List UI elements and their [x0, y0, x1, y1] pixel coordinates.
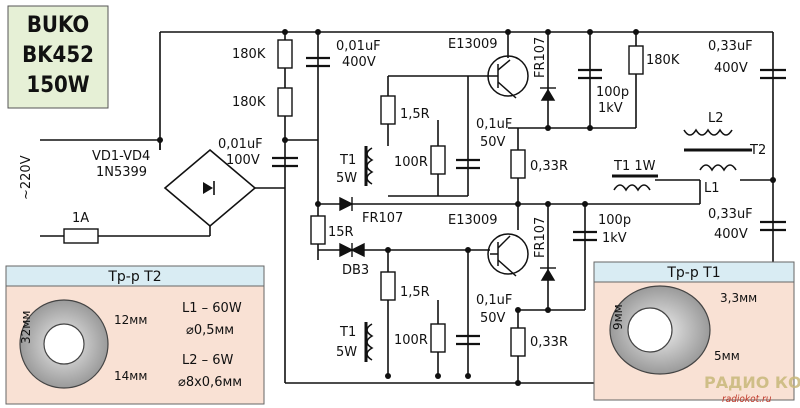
transistor-bottom — [487, 233, 529, 275]
winding-t1-bot — [366, 323, 374, 361]
label-180k-c: 180K — [646, 53, 680, 68]
resistors — [63, 39, 644, 357]
windings — [364, 128, 752, 362]
label-01uf-top-voltage: 50V — [480, 135, 506, 150]
label-t1-top-power: 5W — [336, 171, 357, 186]
resistor-1-5r-top — [380, 95, 396, 125]
label-l1: L1 — [704, 181, 720, 196]
label-100p-top-value: 100p — [596, 85, 629, 100]
label-033-bot-value: 0,33uF — [708, 207, 753, 222]
label-fuse: 1A — [72, 211, 89, 226]
diode-fr107-bot — [540, 268, 556, 281]
label-t1-bot-power: 5W — [336, 345, 357, 360]
label-c001-100v-voltage: 100V — [226, 153, 260, 168]
capacitors — [272, 56, 786, 346]
winding-l1 — [699, 164, 737, 172]
winding-t1-top — [366, 147, 374, 185]
t2-dim-width: 14мм — [114, 369, 147, 383]
resistor-180k-a — [277, 39, 293, 69]
label-100r-top: 100R — [394, 155, 428, 170]
label-fr107-bot: FR107 — [533, 217, 548, 258]
t2-l1: L1 – 60W — [182, 301, 242, 316]
t2-box-header: Тр-р Т2 — [107, 269, 161, 285]
t2-l2-wire: ⌀8x0,6мм — [178, 375, 242, 390]
t2-l1-wire: ⌀0,5мм — [186, 323, 234, 338]
resistor-0-33r-bot — [510, 327, 526, 357]
t1-box-header: Тр-р Т1 — [666, 265, 720, 281]
t2-dim-inner: 12мм — [114, 313, 147, 327]
t2-info-box: Тр-р Т2 32мм 12мм 14мм L1 – 60W ⌀0,5мм L… — [5, 265, 265, 405]
label-mains: ~220V — [19, 155, 34, 200]
resistor-1-5r-bot — [380, 271, 396, 301]
transistors — [487, 55, 529, 277]
label-100p-bot-voltage: 1kV — [602, 231, 627, 246]
resistor-180k-c — [628, 45, 644, 75]
resistor-0-33r-top — [510, 149, 526, 179]
component-labels: 180K 180K 0,01uF 400V E13009 FR107 100p … — [19, 37, 766, 360]
label-1-5r-bot: 1,5R — [400, 285, 430, 300]
resistor-100r-bot — [430, 323, 446, 353]
t2-l2: L2 – 6W — [182, 353, 234, 368]
diode-fr107-top — [540, 88, 556, 101]
label-c001-value: 0,01uF — [336, 39, 381, 54]
bridge-rectifier — [163, 148, 257, 228]
label-t1-main: T1 1W — [613, 159, 656, 174]
t1-info-box: Тр-р Т1 9мм 3,3мм 5мм — [593, 261, 795, 401]
winding-t1-main — [613, 184, 651, 192]
label-c001-100v-value: 0,01uF — [218, 137, 263, 152]
label-0-33r-top: 0,33R — [530, 159, 568, 174]
winding-l2 — [683, 128, 733, 136]
label-0-33r-bot: 0,33R — [530, 335, 568, 350]
label-fr107-mid: FR107 — [362, 211, 403, 226]
label-100p-top-voltage: 1kV — [598, 101, 623, 116]
watermark-logo: РАДИО КОТ — [704, 373, 800, 392]
label-fr107-top: FR107 — [533, 37, 548, 78]
label-180k-b: 180K — [232, 95, 266, 110]
label-t1-bot-name: T1 — [339, 325, 356, 340]
fuse-1a — [63, 228, 99, 244]
label-t1-top-name: T1 — [339, 153, 356, 168]
label-033-top-value: 0,33uF — [708, 39, 753, 54]
t2-core-inner — [43, 323, 85, 365]
label-dB3: DB3 — [342, 263, 369, 278]
diode-fr107-mid — [339, 196, 354, 212]
title-line1: BUKO — [27, 13, 89, 38]
label-q-bot: E13009 — [448, 213, 498, 228]
dB3-a — [339, 242, 354, 258]
label-180k-a: 180K — [232, 47, 266, 62]
diodes — [339, 87, 556, 281]
resistor-180k-b — [277, 87, 293, 117]
watermark-url: radiokot.ru — [722, 394, 772, 405]
junctions — [157, 29, 776, 386]
label-vd-part: 1N5399 — [96, 165, 147, 180]
label-100r-bot: 100R — [394, 333, 428, 348]
watermark: РАДИО КОТ radiokot.ru — [704, 373, 800, 405]
label-q-top: E13009 — [448, 37, 498, 52]
label-t2: T2 — [749, 143, 766, 158]
transistor-top — [487, 55, 529, 97]
title-box — [7, 5, 109, 109]
label-033-bot-voltage: 400V — [714, 227, 748, 242]
label-1-5r-top: 1,5R — [400, 107, 430, 122]
label-033-top-voltage: 400V — [714, 61, 748, 76]
title-line3: 150W — [26, 73, 89, 98]
t1-core-inner — [627, 307, 673, 353]
t2-dim-height: 32мм — [19, 311, 33, 344]
label-01uf-top-value: 0,1uF — [476, 117, 512, 132]
title-line2: BK452 — [22, 43, 94, 68]
label-l2: L2 — [708, 111, 724, 126]
resistor-15r — [310, 215, 326, 245]
label-vd: VD1-VD4 — [92, 149, 150, 164]
t1-dim-height: 9мм — [611, 304, 625, 330]
label-01uf-bot-voltage: 50V — [480, 311, 506, 326]
t1-dim-inner: 5мм — [714, 349, 740, 363]
label-100p-bot-value: 100p — [598, 213, 631, 228]
label-15r: 15R — [328, 225, 354, 240]
t1-dim-outer: 3,3мм — [720, 291, 757, 305]
label-01uf-bot-value: 0,1uF — [476, 293, 512, 308]
resistor-100r-top — [430, 145, 446, 175]
label-c001-voltage: 400V — [342, 55, 376, 70]
